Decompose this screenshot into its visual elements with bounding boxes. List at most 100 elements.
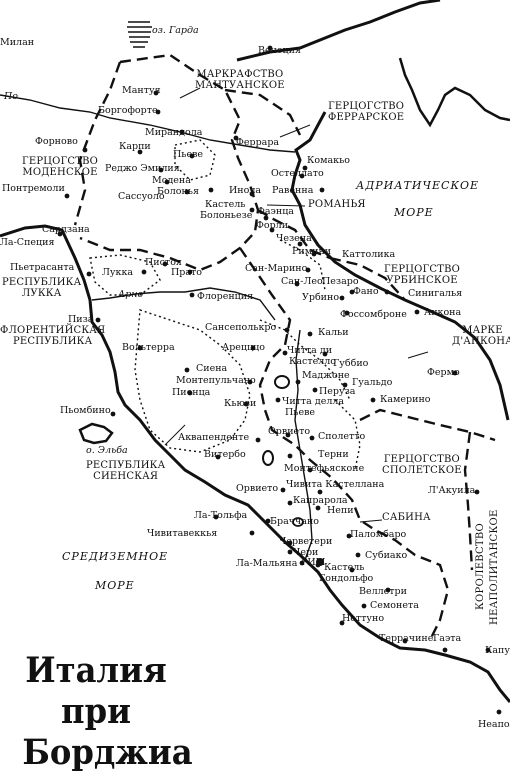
city-citta-pieve-1: Читта делла <box>282 396 345 407</box>
city-castel-bolognese-2: Болоньезе <box>200 210 253 221</box>
region-naples-2: НЕАПОЛИТАНСКОЕ <box>489 509 500 625</box>
city-nepi: Непи <box>327 505 354 516</box>
po-river <box>0 94 296 153</box>
city-castel-gandolfo-2: Гондольфо <box>319 573 374 584</box>
lake-garda <box>127 21 152 48</box>
sea-label-mediterranean-2: МОРЕ <box>95 579 135 592</box>
lake-trasimeno <box>274 375 290 389</box>
city-pesaro: Пезаро <box>322 276 359 287</box>
city-bologna: Болонья <box>157 186 199 197</box>
city-pietrasanta: Пьетрасанта <box>10 262 75 273</box>
city-aquila: Л'Акуила <box>428 485 476 496</box>
city-nettuno: Неттуно <box>342 613 385 624</box>
city-terni: Терни <box>318 449 349 460</box>
tyrrhenian-coastline <box>0 224 510 703</box>
city-subiaco: Субиако <box>365 550 408 561</box>
elba-island <box>78 422 114 445</box>
city-la-spezia: Ла-Специя <box>0 237 55 248</box>
city-fermo: Фермо <box>427 367 460 378</box>
arno-river <box>91 287 276 321</box>
istria-coastline <box>398 57 510 128</box>
city-tolfa: Ла-Тольфа <box>194 510 248 521</box>
city-volterra: Вольтерра <box>122 342 175 353</box>
city-sassuolo: Сассуоло <box>118 191 165 202</box>
city-florence: Флоренция <box>197 291 254 302</box>
city-chiusi: Кьюзи <box>224 398 257 409</box>
city-palombara: Паломбаро <box>350 529 407 540</box>
city-pistoia: Пистоя <box>145 257 182 268</box>
lake-bolsena <box>262 450 274 466</box>
city-fano: Фано <box>353 286 379 297</box>
city-modena: Модена <box>152 175 191 186</box>
region-naples-1: КОРОЛЕВСТВО <box>475 522 486 610</box>
city-capua: Капуя <box>485 645 510 656</box>
city-siena: Сиена <box>196 363 228 374</box>
city-arezzo: Арецццо <box>222 342 265 353</box>
city-cagli: Кальи <box>318 327 349 338</box>
city-citta-castello-2: Кастелло <box>289 356 337 367</box>
city-orvieto2: Орвието <box>236 483 279 494</box>
city-pontremoli: Понтремоли <box>2 183 65 194</box>
city-borgoforte: Боргофорте <box>98 105 158 116</box>
city-spoleto: Сполетто <box>318 431 366 442</box>
local-borders <box>89 139 361 471</box>
city-forli: Форли <box>256 220 289 231</box>
city-ferrara: Феррара <box>236 137 280 148</box>
city-terracina: Террачине <box>379 633 434 644</box>
sea-label-adriatic-2: МОРЕ <box>394 206 434 219</box>
city-cattolica: Каттолика <box>342 249 396 260</box>
rome-marker <box>316 558 324 566</box>
lake-bracciano <box>292 517 304 527</box>
city-sarzana: Сардзана <box>42 224 90 235</box>
region-sabina: САБИНА <box>382 512 431 523</box>
city-sermoneta: Семонета <box>370 600 419 611</box>
city-perugia: Перуза <box>319 386 356 397</box>
city-citta-pieve-2: Пьеве <box>285 407 316 418</box>
city-gaeta: Гаэта <box>433 633 462 644</box>
map-title: Италия при Борджиа <box>16 650 192 773</box>
label-lake-garda: оз. Гарда <box>152 25 199 36</box>
city-acquapendente: Аквапенденте <box>178 432 250 443</box>
city-mirandola: Мирандола <box>145 127 203 138</box>
label-po-river: По <box>4 91 19 102</box>
city-castel-gandolfo-1: Кастель <box>324 562 365 573</box>
city-comacchio: Комакьо <box>307 155 350 166</box>
city-fossombrone: Фоссомброне <box>340 309 407 320</box>
sea-label-adriatic-1: АДРИАТИЧЕСКОЕ <box>356 179 480 192</box>
city-milan: Милан <box>0 37 35 48</box>
city-citta-castello-1: Читта ди <box>287 345 333 356</box>
state-borders <box>73 53 496 641</box>
region-romagna: РОМАНЬЯ <box>308 199 366 210</box>
city-ravenna: Равенна <box>272 185 314 196</box>
city-san-marino: Сан-Марино <box>245 263 308 274</box>
city-san-leo: Сан-Лео <box>281 276 323 287</box>
city-pieve: Пьеве <box>173 149 204 160</box>
city-castel-bolognese-1: Кастель <box>205 199 246 210</box>
city-cesena: Чезена <box>276 233 312 244</box>
city-bracciano: Браччано <box>270 516 320 527</box>
city-camerino: Камерино <box>380 394 431 405</box>
city-naples: Неаполь <box>478 719 510 730</box>
city-mantua: Мантуя <box>122 85 161 96</box>
city-civita-castellana: Чивита Кастеллана <box>286 479 385 490</box>
city-montepulciano: Монтепульчано <box>176 375 256 386</box>
city-imola: Инола <box>229 185 262 196</box>
city-magione: Маджоне <box>302 370 350 381</box>
title-line-2: при <box>61 691 131 732</box>
label-elba: о. Эльба <box>86 445 128 456</box>
label-arno-river: Арно <box>118 289 144 300</box>
city-gualdo: Гуальдо <box>352 377 393 388</box>
city-pisa: Пиза <box>68 314 94 325</box>
city-urbino: Урбино <box>302 292 340 303</box>
title-line-1: Италия <box>25 650 167 691</box>
